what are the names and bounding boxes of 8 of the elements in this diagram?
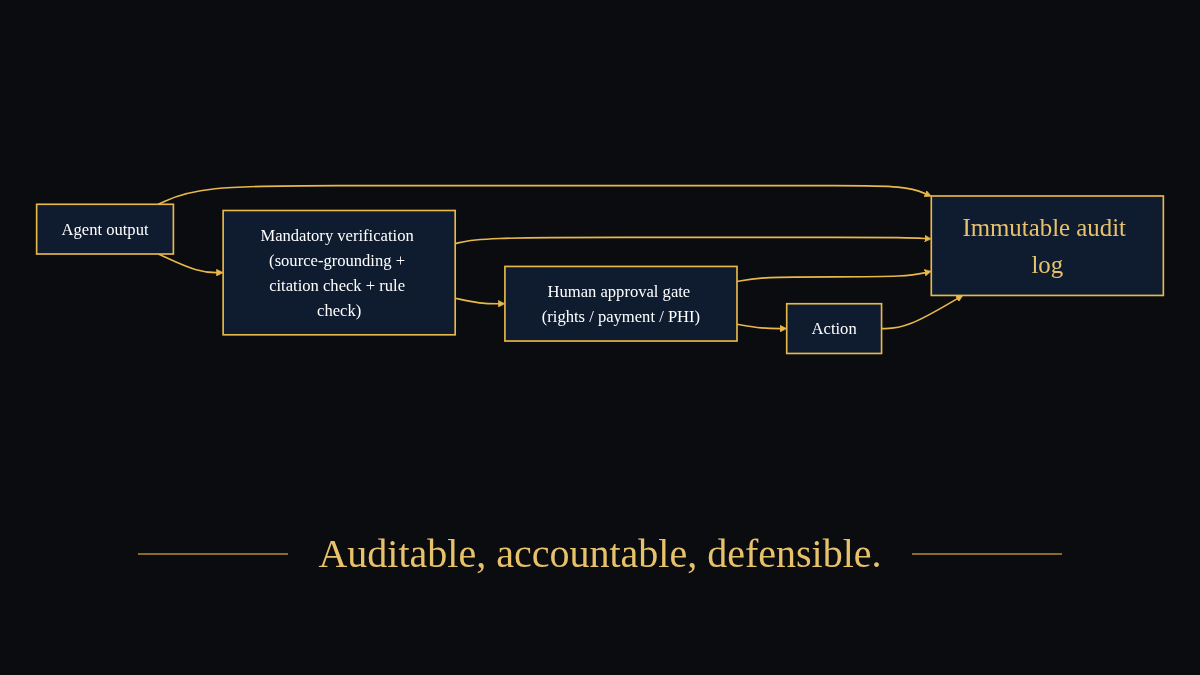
arrow [736,269,932,283]
node-box: Agent output [35,203,175,256]
node-box: Immutable audit log [930,195,1165,297]
node-box: Human approval gate (rights / payment / PHI) [504,266,738,343]
caption: Auditable, accountable, defensible. [318,530,882,577]
arrow [157,185,932,206]
node-box: Mandatory verification (source-grounding + citation check + rule check) [222,210,456,337]
node-box: Action [785,303,883,355]
